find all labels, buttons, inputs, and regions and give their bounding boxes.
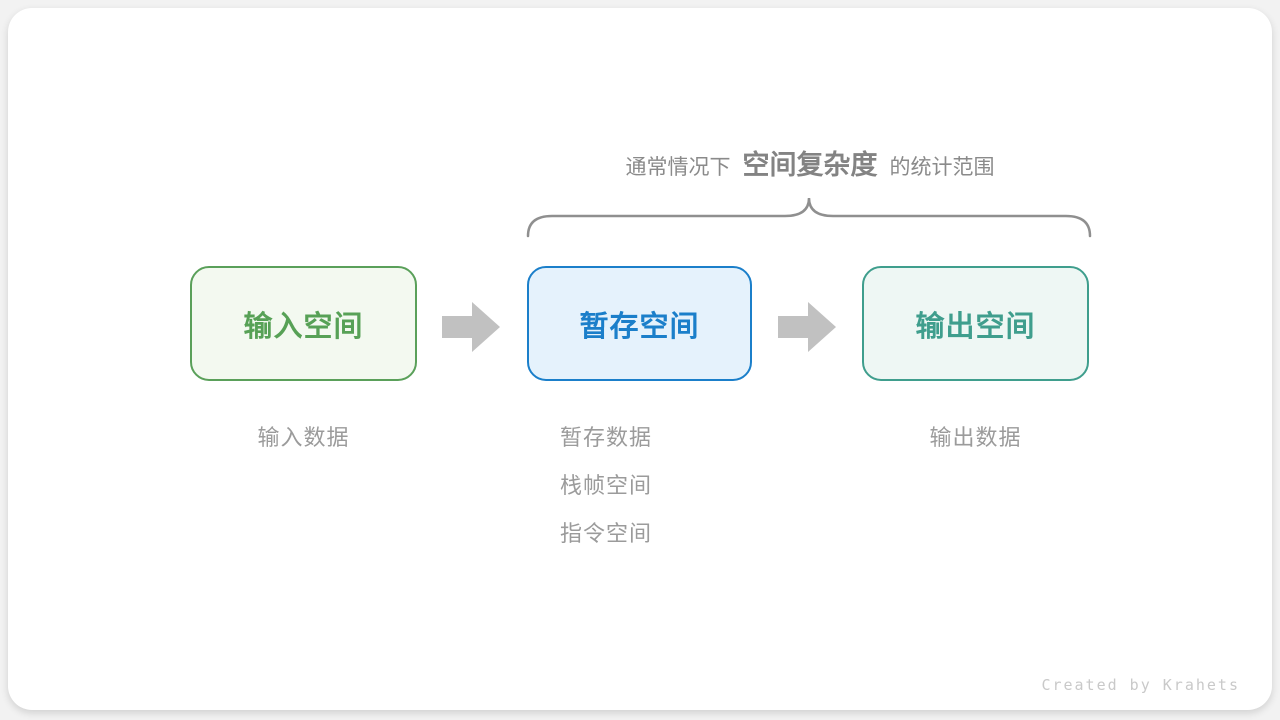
brace-icon: [526, 197, 1092, 238]
input-space-box: 输入空间: [190, 266, 417, 381]
arrow-right-icon: [778, 302, 836, 352]
temp-space-box: 暂存空间: [527, 266, 752, 381]
output-space-label: 输出空间: [915, 310, 1036, 343]
arrow-right-icon: [442, 302, 500, 352]
input-space-note: 输入数据: [257, 425, 350, 450]
title-emphasis: 空间复杂度: [742, 150, 878, 180]
output-space-note: 输出数据: [929, 425, 1022, 450]
output-space-box: 输出空间: [862, 266, 1089, 381]
temp-space-notes: 暂存数据 栈帧空间 指令空间: [560, 414, 652, 558]
temp-note-line: 栈帧空间: [560, 473, 653, 498]
temp-space-label: 暂存空间: [579, 310, 700, 343]
temp-note-line: 暂存数据: [560, 425, 653, 450]
temp-note-line: 指令空间: [560, 521, 653, 546]
credit-text: Created by Krahets: [1041, 676, 1240, 694]
title-prefix: 通常情况下: [625, 156, 731, 179]
input-space-label: 输入空间: [243, 310, 364, 343]
title-suffix: 的统计范围: [889, 156, 995, 179]
diagram-title: 通常情况下 空间复杂度 的统计范围: [527, 143, 1093, 187]
